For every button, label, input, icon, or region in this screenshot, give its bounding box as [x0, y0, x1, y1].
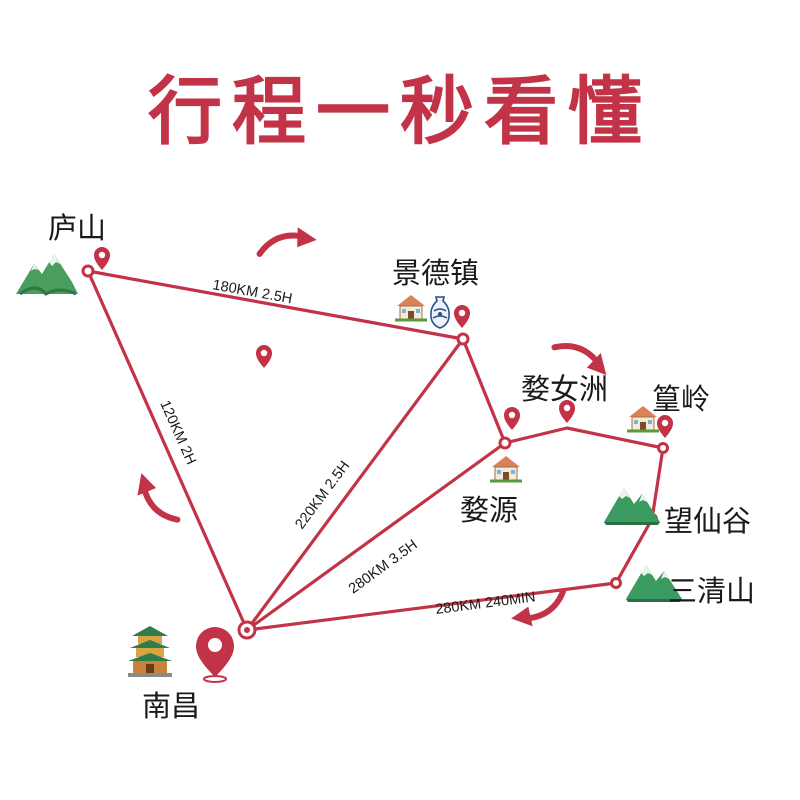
route-wuyuan-wunvzhou-huangling: [503, 426, 665, 450]
route-nanchang-wuyuan: [245, 441, 507, 632]
node-sanqingshan: [610, 577, 622, 589]
city-label-nanchang: 南昌: [142, 689, 200, 723]
node-nanchang-center: [244, 627, 250, 633]
curved-arrow-icon: [129, 468, 177, 530]
city-label-wunvzhou: 婺女洲: [521, 372, 608, 406]
pin-icon: [94, 247, 110, 270]
vase-icon: [430, 296, 450, 329]
route-lines: [86, 269, 665, 632]
distance-label-lushan-jingdezhen: 180KM 2.5H: [211, 277, 293, 307]
distance-label-nanchang-wuyuan: 280KM 3.5H: [346, 537, 421, 597]
city-label-jingdezhen: 景德镇: [392, 256, 479, 290]
wangxiangu-mountain-icon: [604, 488, 660, 525]
route-lushan-jingdezhen: [86, 269, 465, 341]
city-label-wangxiangu: 望仙谷: [664, 504, 751, 538]
pin-icon: [657, 415, 673, 438]
route-jingdezhen-wuyuan: [461, 337, 507, 445]
pavilion-icon: [128, 626, 172, 677]
city-label-huangling: 篁岭: [652, 382, 710, 416]
pin-icon: [256, 345, 272, 368]
curved-arrow-icon: [258, 226, 318, 254]
city-label-wuyuan: 婺源: [460, 493, 518, 527]
route-nanchang-jingdezhen: [245, 337, 465, 632]
page-title: 行程一秒看懂: [148, 69, 652, 155]
distance-label-nanchang-jingdezhen: 220KM 2.5H: [292, 458, 353, 532]
node-lushan: [81, 264, 95, 278]
distance-label-nanchang-lushan: 120KM 2H: [156, 398, 198, 467]
route-sanqingshan-nanchang: [245, 581, 618, 632]
node-huangling: [657, 442, 669, 454]
pin-icon: [454, 305, 470, 328]
pin-icons: [94, 247, 673, 438]
city-label-lushan: 庐山: [48, 211, 106, 245]
city-label-sanqingshan: 三清山: [668, 574, 755, 608]
jingdezhen-house-icon: [393, 293, 429, 322]
pin-icon: [504, 407, 520, 430]
node-jingdezhen: [456, 332, 470, 346]
nanchang-pin-icon: [196, 627, 234, 683]
lushan-mountain-icon: [16, 254, 78, 296]
route-nanchang-lushan: [86, 269, 249, 632]
node-wuyuan: [498, 436, 512, 450]
wuyuan-house-icon: [488, 454, 524, 483]
